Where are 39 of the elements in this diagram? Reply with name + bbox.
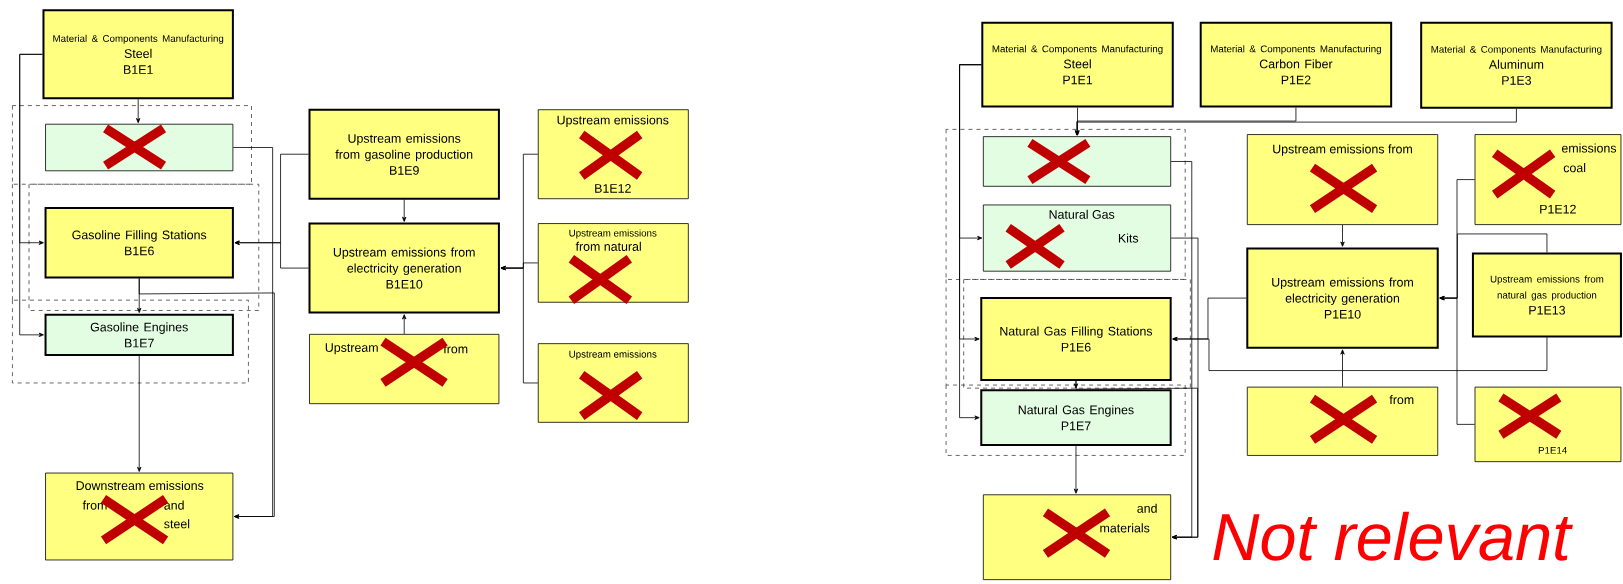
- process-box: Material & Components Manufacturing Steel B1E1: [42, 9, 234, 100]
- process-box: Gasoline Filling Stations B1E6: [44, 207, 234, 279]
- arrow: [234, 240, 309, 269]
- arrow: [1340, 349, 1345, 388]
- process-box: Upstream emissions from natural gas production P1E13: [1471, 252, 1622, 338]
- process-box: emissions coal P1E12: [1474, 134, 1622, 226]
- process-box: Material & Components Manufacturing Steel P1E1: [981, 21, 1174, 108]
- arrow: [137, 355, 142, 473]
- arrow: [1439, 296, 1475, 425]
- process-box: Natural Gas Filling Stations P1E6: [980, 297, 1172, 381]
- arrow: [402, 314, 407, 335]
- arrow: [1340, 224, 1345, 247]
- process-box: and materials: [982, 494, 1172, 581]
- arrow: [137, 278, 142, 314]
- arrow: [1172, 336, 1548, 372]
- process-box: Upstream emissions: [537, 343, 689, 423]
- arrow: [1073, 445, 1079, 494]
- arrow: [402, 199, 407, 222]
- process-box: Material & Components Manufacturing Aluminum P1E3: [1420, 21, 1613, 109]
- process-box: Material & Components Manufacturing Carbon Fiber P1E2: [1199, 21, 1393, 108]
- process-box: Natural Gas Engines P1E7: [980, 389, 1172, 447]
- note-text: Not relevant: [1213, 511, 1573, 561]
- arrow: [1170, 237, 1199, 540]
- arrow: [1073, 380, 1079, 389]
- arrow: [232, 147, 274, 519]
- process-box: Upstream emissions from gasoline production B1E9: [308, 108, 500, 200]
- arrow: [1074, 108, 1517, 136]
- process-box: Upstream emissions from natural: [537, 223, 689, 303]
- process-box: Natural Gas Kits: [982, 204, 1172, 272]
- process-box: Upstream emissions from electricity generation P1E10: [1246, 247, 1439, 349]
- process-box: Upstream emissions from: [1246, 134, 1439, 226]
- arrow: [19, 54, 44, 338]
- process-box: Upstream emissions from electricity generation B1E10: [308, 222, 500, 314]
- arrow: [500, 266, 539, 384]
- process-box: Gasoline Engines B1E7: [44, 313, 234, 357]
- arrow: [959, 64, 982, 420]
- arrow: [136, 99, 141, 124]
- arrow: [1170, 161, 1193, 540]
- process-box: from: [1246, 386, 1439, 456]
